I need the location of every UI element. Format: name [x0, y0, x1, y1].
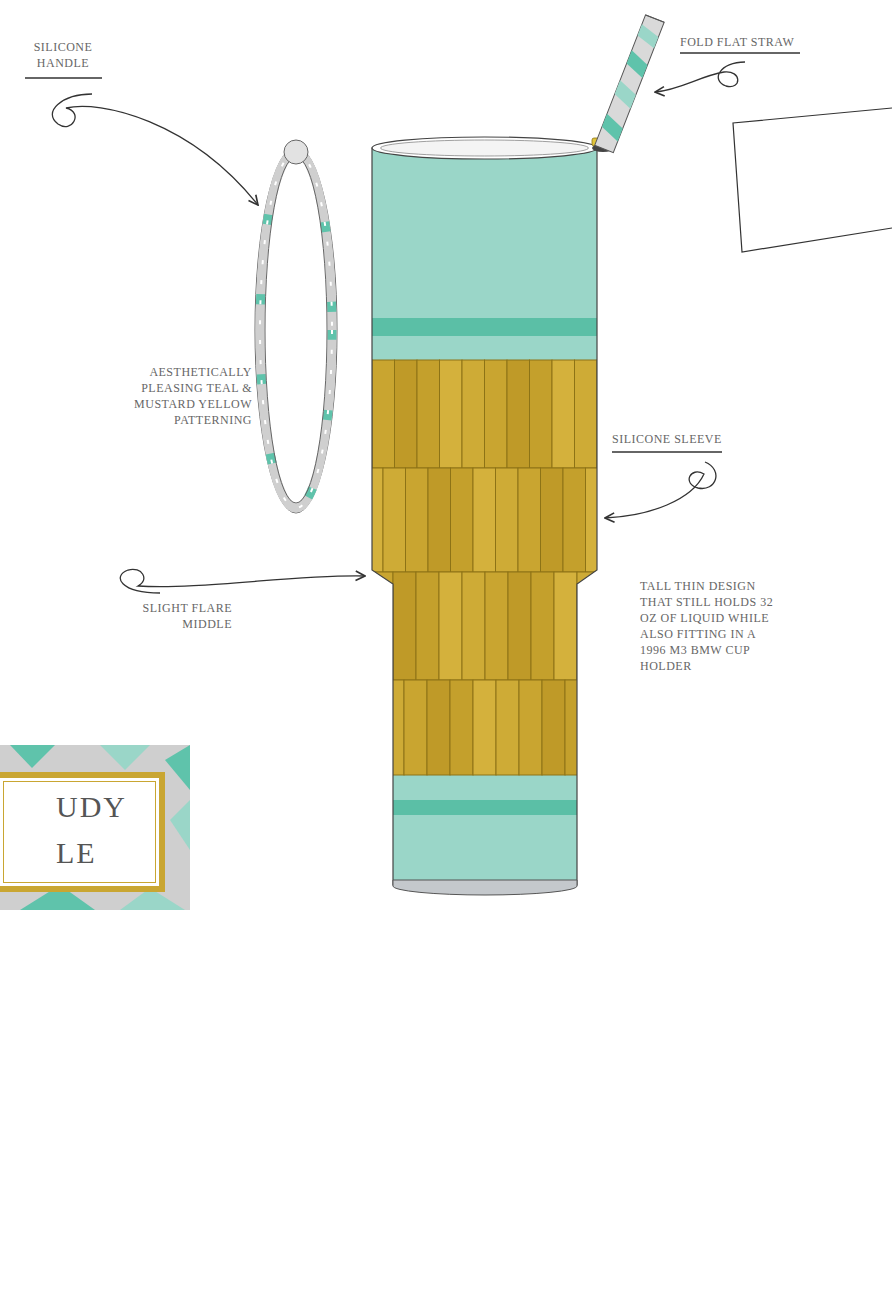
- teal-band: [360, 800, 610, 815]
- sleeve-cell: [485, 572, 508, 680]
- sleeve-cell: [427, 680, 450, 775]
- sleeve-cell: [462, 360, 485, 468]
- sleeve-cell: [416, 572, 439, 680]
- handle-outline: [255, 147, 337, 513]
- handle-outline: [265, 157, 327, 503]
- callout-label: SILICONE HANDLE: [22, 39, 104, 71]
- sleeve-cell: [552, 360, 575, 468]
- sleeve-cell: [554, 572, 577, 680]
- base-rim: [393, 880, 577, 895]
- leader-lines: [25, 53, 800, 593]
- sleeve-cell: [507, 360, 530, 468]
- sleeve-cell: [383, 468, 406, 572]
- sleeve-cell: [531, 572, 554, 680]
- sleeve-cell: [451, 468, 474, 572]
- sleeve-cell: [372, 360, 395, 468]
- sleeve-cell: [404, 680, 427, 775]
- handle-knob: [284, 140, 308, 164]
- sleeve-cell: [563, 468, 586, 572]
- callout-label: SLIGHT FLARE MIDDLE: [122, 600, 232, 632]
- lid-top: [381, 140, 589, 156]
- title-card: UDY LE: [0, 772, 165, 892]
- sleeve-cell: [406, 468, 429, 572]
- sleeve-cell: [428, 468, 451, 572]
- curly-arrow: [605, 462, 716, 518]
- band-ground: [0, 745, 190, 910]
- teal-band: [360, 318, 610, 336]
- body-outline: [372, 148, 597, 885]
- teal-fill: [360, 140, 610, 890]
- sleeve-cell: [440, 360, 463, 468]
- sleeve-cell: [588, 680, 611, 775]
- sketch-frame: [733, 108, 892, 252]
- band-triangle: [100, 745, 150, 770]
- straw-pattern: [599, 114, 626, 142]
- lid: [372, 137, 614, 159]
- sleeve-cell: [508, 572, 531, 680]
- straw-pattern: [624, 50, 651, 78]
- band-triangle: [170, 800, 190, 850]
- handle-pattern: [260, 152, 332, 508]
- curly-arrow: [52, 94, 258, 205]
- sleeve-cell: [350, 360, 373, 468]
- silicone-handle: [255, 147, 337, 513]
- sleeve-cell: [541, 468, 564, 572]
- sleeve-cell: [496, 468, 519, 572]
- straw-end: [646, 15, 665, 22]
- label-underline: [680, 52, 800, 53]
- curly-arrow: [120, 569, 365, 593]
- sleeve-cell: [608, 468, 631, 572]
- sleeve-cell: [473, 468, 496, 572]
- tumbler-body: [350, 140, 631, 890]
- sleeve-cell: [519, 680, 542, 775]
- mustard-sleeve: [350, 360, 631, 775]
- card-title: UDY LE: [56, 784, 152, 876]
- sleeve-cell: [439, 572, 462, 680]
- lid-rim: [372, 137, 597, 159]
- label-underline: [612, 451, 722, 452]
- callout-label: SILICONE SLEEVE: [612, 431, 752, 447]
- handle-ring: [260, 152, 332, 508]
- curly-arrow: [655, 62, 745, 92]
- straw-tube: [595, 15, 664, 153]
- title-card-band: [0, 745, 190, 910]
- sleeve-cell: [518, 468, 541, 572]
- band-triangle: [165, 745, 190, 790]
- sleeve-cell: [417, 360, 440, 468]
- sleeve-cell: [462, 572, 485, 680]
- band-triangle: [10, 745, 55, 768]
- sleeve-cell: [473, 680, 496, 775]
- fold-flat-straw: [595, 15, 664, 153]
- sleeve-cell: [530, 360, 553, 468]
- callout-label: TALL THIN DESIGN THAT STILL HOLDS 32 OZ …: [640, 578, 780, 674]
- straw-pattern: [612, 80, 639, 109]
- handle-pattern: [260, 152, 332, 508]
- callout-label: FOLD FLAT STRAW: [680, 34, 830, 50]
- sleeve-cell: [542, 680, 565, 775]
- sleeve-cell: [393, 572, 416, 680]
- callout-label: AESTHETICALLY PLEASING TEAL & MUSTARD YE…: [122, 364, 252, 428]
- sleeve-cell: [577, 572, 600, 680]
- sleeve-cell: [485, 360, 508, 468]
- sleeve-cell: [450, 680, 473, 775]
- sleeve-cell: [370, 572, 393, 680]
- sleeve-cell: [395, 360, 418, 468]
- label-underline: [25, 77, 102, 78]
- sleeve-cell: [575, 360, 598, 468]
- straw-pattern: [635, 24, 660, 48]
- sleeve-cell: [496, 680, 519, 775]
